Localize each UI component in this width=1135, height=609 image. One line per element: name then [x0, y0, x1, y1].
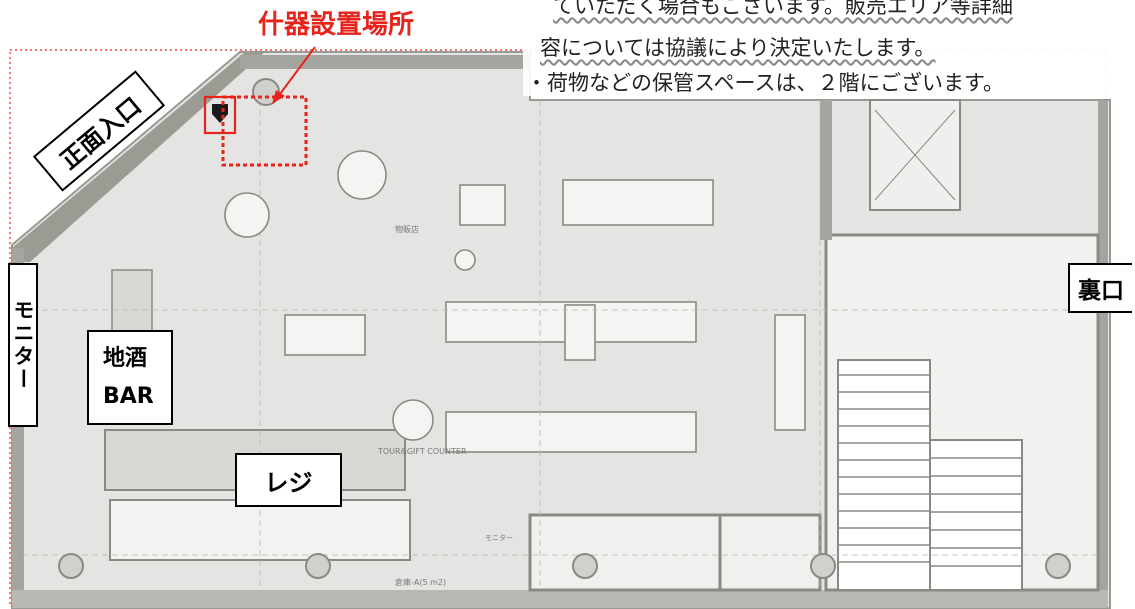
- note-line-2: 容については協議により決定いたします。: [540, 36, 936, 60]
- monitor-text: モニター: [11, 299, 35, 391]
- note-line-1: ていただく場合もございます。販売エリア等詳細: [553, 0, 1013, 18]
- bar-label: 地酒 BAR: [87, 330, 173, 425]
- installation-location-label: 什器設置場所: [258, 10, 415, 40]
- note-line-3: ・荷物などの保管スペースは、２階にございます。: [526, 71, 1004, 95]
- notes-panel: ていただく場合もございます。販売エリア等詳細 容については協議により決定いたしま…: [523, 0, 1135, 96]
- plan-label-storage: 倉庫-A(5 m2): [395, 577, 446, 587]
- back-door-text: 裏口: [1078, 278, 1124, 304]
- bar-text: 地酒 BAR: [103, 346, 154, 409]
- plan-label-shop: 物販店: [395, 224, 419, 234]
- plan-label-tour-counter: TOUR&GIFT COUNTER: [377, 447, 467, 456]
- register-text: レジ: [264, 468, 313, 497]
- back-door-label: 裏口: [1068, 263, 1132, 313]
- register-label: レジ: [235, 453, 342, 507]
- plan-label-monitor: モニター: [485, 533, 513, 542]
- monitor-label: モニター: [8, 263, 38, 427]
